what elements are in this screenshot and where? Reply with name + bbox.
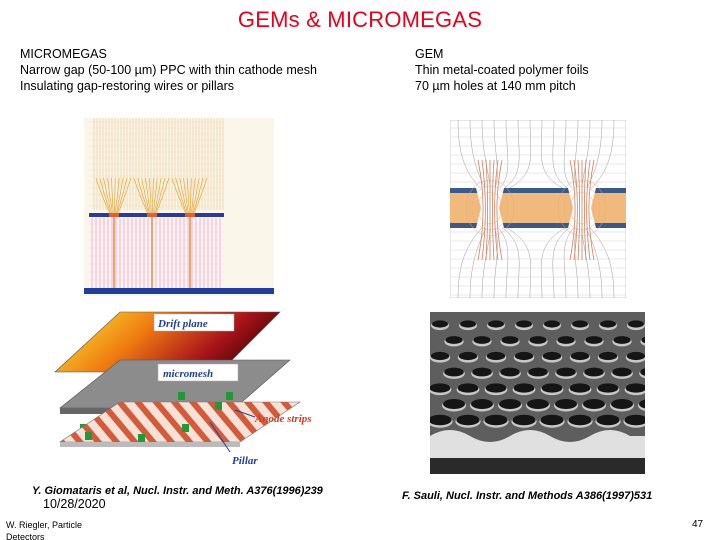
gem-heading: GEM (415, 46, 715, 62)
gem-description: GEM Thin metal-coated polymer foils 70 µ… (415, 46, 715, 94)
gem-line-holes: 70 µm holes at 140 mm pitch (415, 78, 715, 94)
micromegas-heading: MICROMEGAS (20, 46, 400, 62)
gem-field-simulation (450, 120, 626, 298)
pillar-label: Pillar (232, 455, 258, 467)
drift-plane-callout: Drift plane (154, 314, 234, 331)
micromegas-line-pillars: Insulating gap-restoring wires or pillar… (20, 78, 400, 94)
micromegas-line-gap: Narrow gap (50-100 µm) PPC with thin cat… (20, 62, 400, 78)
page-number: 47 (692, 519, 703, 530)
micromegas-field-simulation (84, 118, 274, 296)
micromesh-label: micromesh (163, 368, 213, 380)
slide-date: 10/28/2020 (43, 497, 106, 511)
slide-title: GEMs & MICROMEGAS (0, 7, 720, 33)
micromesh-callout: micromesh (158, 364, 238, 381)
gem-line-foils: Thin metal-coated polymer foils (415, 62, 715, 78)
anode-strips-label: Anode strips (254, 413, 312, 425)
gem-microscope-photo (430, 312, 645, 474)
drift-plane-label: Drift plane (157, 318, 208, 330)
micromegas-citation: Y. Giomataris et al, Nucl. Instr. and Me… (32, 485, 392, 497)
slide-author: W. Riegler, Particle Detectors (6, 519, 106, 540)
gem-citation: F. Sauli, Nucl. Instr. and Methods A386(… (402, 490, 712, 502)
micromegas-schematic: Drift plane micromesh Anode strips Pilla… (50, 302, 340, 472)
micromegas-description: MICROMEGAS Narrow gap (50-100 µm) PPC wi… (20, 46, 400, 94)
